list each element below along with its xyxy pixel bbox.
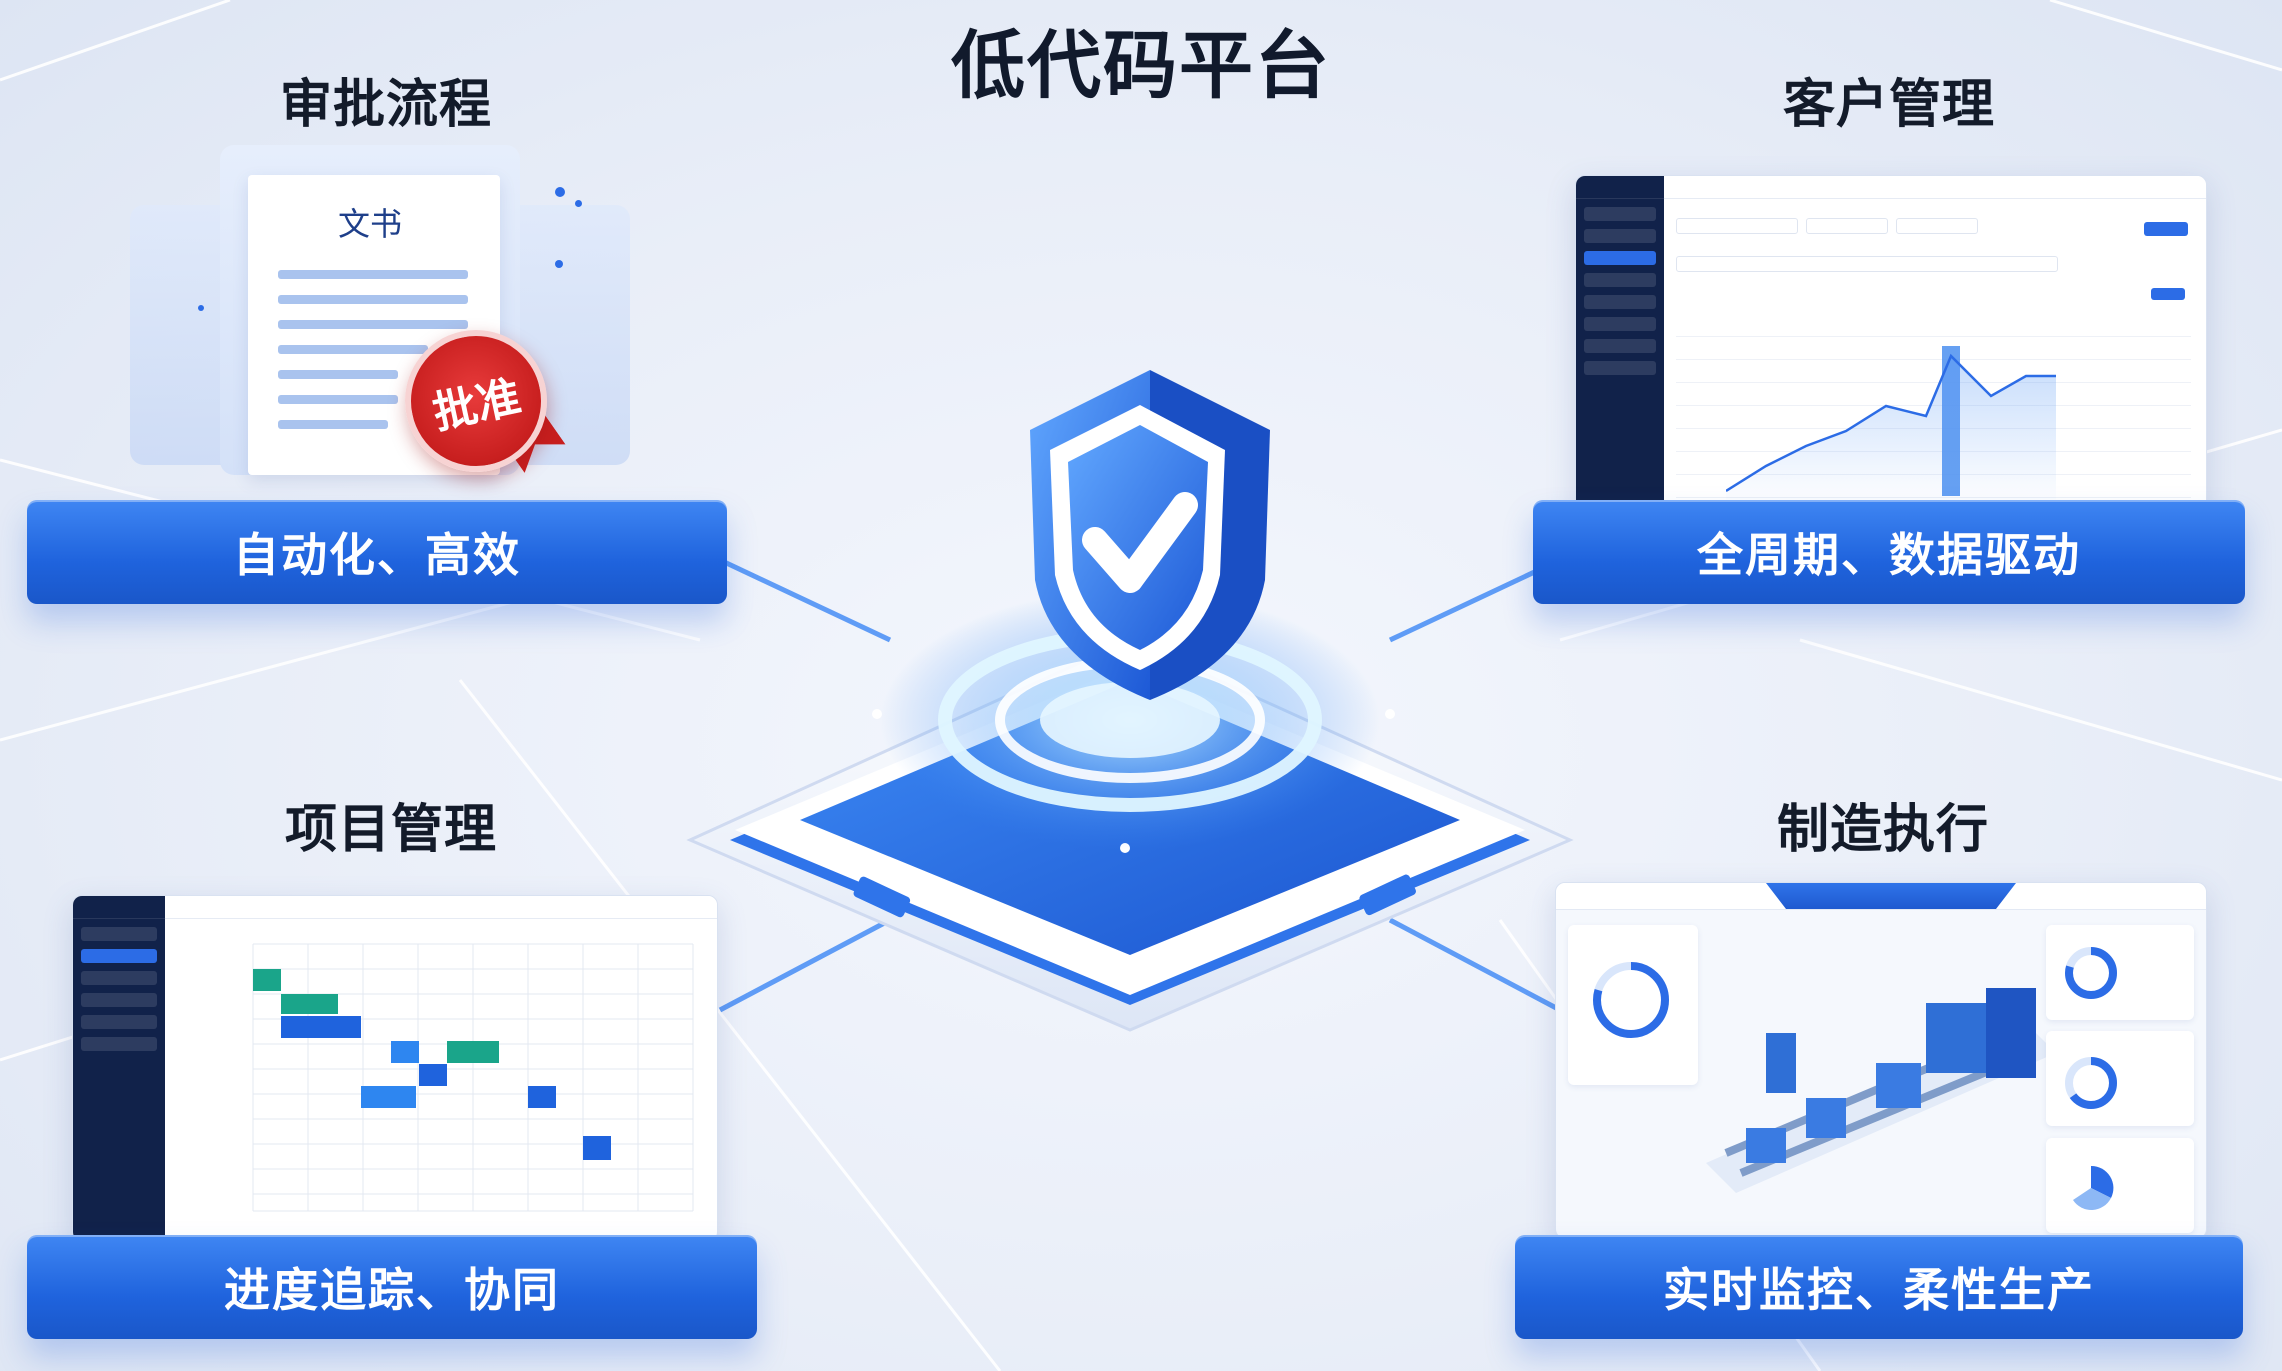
crm-trend-chart	[1726, 346, 2056, 506]
manufacturing-banner: 实时监控、柔性生产	[1515, 1235, 2243, 1339]
customer-section-title: 客户管理	[1783, 75, 1996, 135]
project-banner: 进度追踪、协同	[27, 1235, 757, 1339]
document-title: 文书	[338, 205, 403, 243]
mes-pie	[2073, 1165, 2114, 1210]
mes-donut-1	[2065, 947, 2117, 999]
platform-illustration	[686, 370, 1574, 1032]
project-sidebar	[73, 896, 165, 1241]
gantt-dashboard-screenshot	[72, 895, 718, 1242]
gantt-chart	[252, 943, 694, 1212]
approval-section-title: 审批流程	[280, 75, 493, 135]
approval-illustration: 文书 批准	[70, 145, 690, 505]
project-topbar	[165, 896, 717, 919]
crm-topbar	[1664, 176, 2206, 199]
shield-check-icon	[1030, 370, 1270, 700]
mes-dashboard-screenshot	[1555, 882, 2207, 1239]
mes-donut-2	[2065, 1057, 2117, 1109]
approval-banner: 自动化、高效	[27, 500, 727, 604]
production-line-illustration	[1706, 988, 2056, 1193]
page-title: 低代码平台	[951, 23, 1331, 109]
customer-banner: 全周期、数据驱动	[1533, 500, 2245, 604]
manufacturing-section-title: 制造执行	[1777, 800, 1990, 860]
oee-gauge	[1593, 962, 1669, 1038]
project-section-title: 项目管理	[285, 800, 498, 860]
crm-sidebar	[1576, 176, 1664, 511]
crm-dashboard-screenshot	[1575, 175, 2207, 512]
